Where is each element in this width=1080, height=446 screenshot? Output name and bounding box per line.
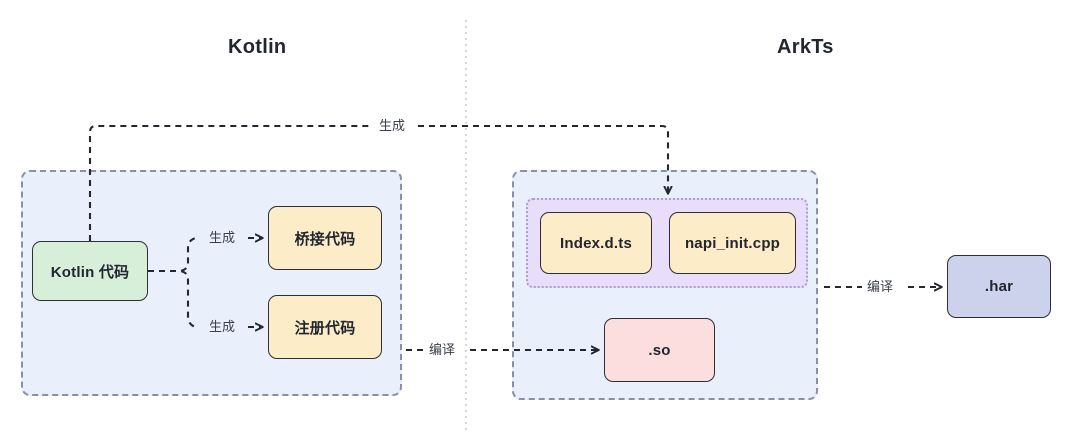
edge-label-compile-har: 编译 — [864, 279, 897, 295]
lane-title-kotlin: Kotlin — [228, 36, 287, 58]
edge-label-generate-top: 生成 — [376, 118, 409, 134]
node-index-dts[interactable]: Index.d.ts — [540, 212, 652, 274]
node-har-file[interactable]: .har — [947, 255, 1051, 318]
node-kotlin-code[interactable]: Kotlin 代码 — [32, 241, 148, 301]
edge-label-generate-register: 生成 — [206, 319, 239, 335]
node-so-file[interactable]: .so — [604, 318, 715, 382]
node-register-code[interactable]: 注册代码 — [268, 295, 382, 359]
edge-label-compile-so: 编译 — [426, 342, 459, 358]
node-bridge-code[interactable]: 桥接代码 — [268, 206, 382, 270]
node-napi-init-cpp[interactable]: napi_init.cpp — [669, 212, 796, 274]
edge-label-generate-bridge: 生成 — [206, 230, 239, 246]
lane-title-arkts: ArkTs — [777, 36, 834, 58]
